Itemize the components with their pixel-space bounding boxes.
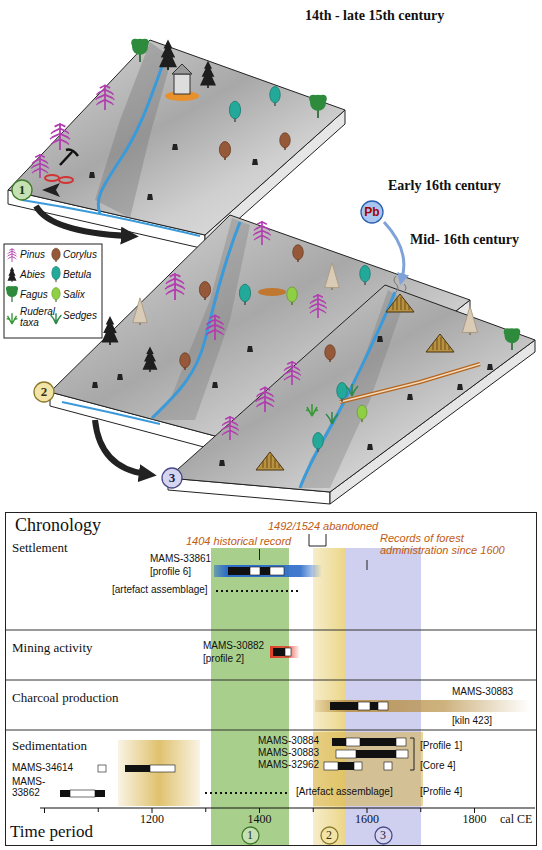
circle-label: 1 xyxy=(247,828,253,843)
sample-id: MAMS-33861 xyxy=(150,553,211,564)
historical-note: 1404 historical record xyxy=(186,535,291,547)
legend-text: Pinus xyxy=(20,249,45,260)
period-number: 2 xyxy=(320,826,339,845)
period-number: 1 xyxy=(241,826,260,845)
period-number: 3 xyxy=(374,826,393,845)
circle-label: 3 xyxy=(169,470,176,486)
circle-shape xyxy=(321,827,338,844)
period-title: Mid- 16th century xyxy=(410,232,519,248)
historical-note: Records of forest administration since 1… xyxy=(380,532,528,556)
circle-label: 2 xyxy=(326,828,332,843)
legend-text: Ruderal taxa xyxy=(20,306,58,328)
row-heading: Sedimentation xyxy=(12,738,87,754)
sample-source: [kiln 423] xyxy=(452,715,492,726)
sample-id: MAMS-32962 xyxy=(258,759,319,770)
legend-text: Salix xyxy=(63,289,85,300)
legend-text: Betula xyxy=(63,269,91,280)
period-number: 2 xyxy=(33,381,55,403)
axis-unit: cal CE xyxy=(500,812,532,827)
circle-label: 2 xyxy=(41,384,48,400)
sample-id: MAMS-30884 xyxy=(258,735,319,746)
legend-text: Fagus xyxy=(20,289,48,300)
row-heading: Charcoal production xyxy=(12,690,119,706)
sample-id: MAMS-30882 xyxy=(203,640,264,651)
circle-shape xyxy=(361,201,383,223)
circle-label: 3 xyxy=(380,828,386,843)
row-heading: Mining activity xyxy=(12,640,93,656)
circle-shape xyxy=(34,382,54,402)
sample-source: [profile 6] xyxy=(150,566,191,577)
panel-title: Chronology xyxy=(15,515,101,536)
sample-source: [Profile 4] xyxy=(420,786,462,797)
circle-shape xyxy=(242,827,259,844)
sample-source: [Profile 1] xyxy=(420,740,462,751)
sample-id: MAMS- 33862 xyxy=(12,776,54,798)
circle-shape xyxy=(12,180,32,200)
sample-id: MAMS-30883 xyxy=(258,747,319,758)
period-title: Early 16th century xyxy=(388,178,501,194)
axis-tick-label: 1200 xyxy=(140,812,164,827)
axis-tick-label: 1800 xyxy=(463,812,487,827)
historical-note: 1492/1524 abandoned xyxy=(268,520,378,532)
circle-shape xyxy=(375,827,392,844)
sample-source: [Core 4] xyxy=(420,760,456,771)
circle-shape xyxy=(162,468,182,488)
legend-text: Sedges xyxy=(63,310,97,321)
circle-label: 1 xyxy=(19,182,26,198)
sample-id: MAMS-30883 xyxy=(452,686,513,697)
sample-source: [Artefact assemblage] xyxy=(296,786,393,797)
sample-source: [profile 2] xyxy=(203,653,244,664)
period-number: 3 xyxy=(161,467,183,489)
axis-tick-label: 1400 xyxy=(248,812,272,827)
row-heading: Settlement xyxy=(12,540,68,556)
legend-text: Corylus xyxy=(63,249,97,260)
period-title: 14th - late 15th century xyxy=(305,8,444,24)
sample-id: MAMS-34614 xyxy=(12,762,73,773)
axis-title: Time period xyxy=(10,822,93,842)
period-number: 1 xyxy=(11,179,33,201)
axis-tick-label: 1600 xyxy=(355,812,379,827)
sample-source: [artefact assemblage] xyxy=(112,584,208,595)
lead-symbol: Pb xyxy=(360,200,384,224)
circle-label: Pb xyxy=(364,205,379,219)
legend-text: Abies xyxy=(20,269,45,280)
